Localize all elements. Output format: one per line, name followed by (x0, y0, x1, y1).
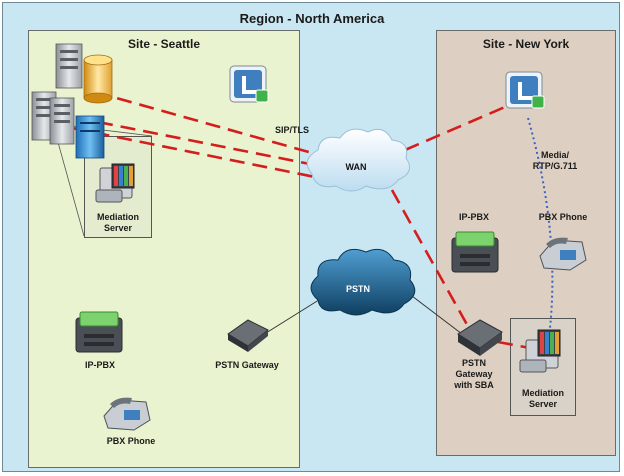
newyork-gateway-label-line3: with SBA (454, 380, 494, 390)
wan-label: WAN (345, 162, 367, 172)
phone-icon-seattle (103, 397, 151, 431)
seattle-mediation-label: Mediation Server (88, 212, 148, 234)
ip-pbx-icon-newyork (451, 231, 499, 273)
mediation-server-icon-newyork (519, 329, 561, 373)
pstn-links (257, 295, 463, 339)
newyork-mediation-label-line1: Mediation (522, 388, 564, 398)
newyork-mediation-label-line2: Server (528, 399, 558, 409)
ip-pbx-icon-seattle (75, 311, 123, 353)
region-title: Region - North America (239, 11, 385, 26)
mediation-server-icon-seattle (95, 163, 135, 203)
media-label-line2: RTP/G.711 (532, 161, 578, 171)
newyork-mediation-label: Mediation Server (512, 388, 574, 410)
newyork-gateway-label: PSTN Gateway with SBA (446, 358, 502, 391)
sip-tls-links (71, 90, 531, 350)
sip-tls-label: SIP/TLS (274, 125, 309, 135)
lync-icon-seattle (229, 65, 269, 103)
newyork-pbx-phone-label: PBX Phone (538, 212, 588, 222)
media-label: Media/ RTP/G.711 (520, 150, 590, 172)
wan-cloud-icon (306, 128, 411, 192)
seattle-ip-pbx-label: IP-PBX (84, 360, 115, 370)
newyork-gateway-label-line1: PSTN (461, 358, 486, 368)
server-stack-icon (31, 43, 105, 159)
seattle-pstn-gateway-label: PSTN Gateway (215, 360, 279, 370)
newyork-ip-pbx-label: IP-PBX (458, 212, 489, 222)
database-icon (83, 54, 113, 104)
pstn-label: PSTN (345, 284, 370, 294)
seattle-mediation-label-line2: Server (103, 223, 133, 233)
seattle-mediation-label-line1: Mediation (97, 212, 139, 222)
gateway-icon-seattle (227, 319, 269, 352)
media-link (527, 117, 554, 329)
phone-icon-newyork (539, 237, 587, 271)
site-seattle-title: Site - Seattle (127, 37, 201, 51)
pstn-cloud-icon (310, 248, 416, 316)
newyork-gateway-label-line2: Gateway (455, 369, 493, 379)
gateway-icon-newyork (457, 319, 503, 356)
seattle-pbx-phone-label: PBX Phone (106, 436, 156, 446)
media-label-line1: Media/ (540, 150, 569, 160)
lync-icon-newyork (505, 71, 545, 109)
site-newyork-title: Site - New York (482, 37, 570, 51)
